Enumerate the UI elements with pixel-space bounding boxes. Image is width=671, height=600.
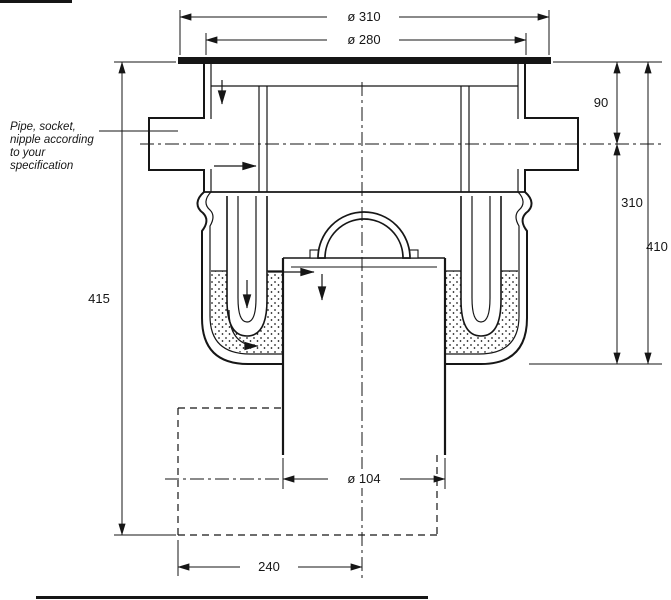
- trap-channel-left: [226, 196, 268, 337]
- trap-channel-right: [460, 196, 502, 337]
- label-outlet-diameter: ø 104: [347, 471, 380, 486]
- note-line-3: to your: [10, 147, 46, 159]
- label-flange-to-axis: 90: [594, 95, 608, 110]
- upper-housing: [203, 64, 526, 192]
- note-line-2: nipple according: [10, 134, 94, 146]
- label-top-inner-diameter: ø 280: [347, 32, 380, 47]
- label-body-height: 410: [646, 239, 668, 254]
- drain-body: [148, 57, 579, 455]
- dimension-labels: ø 310 ø 280 415 90 310 410 ø 104 240: [88, 9, 668, 574]
- top-flange: [178, 57, 551, 64]
- label-axis-to-base: 310: [621, 195, 643, 210]
- dimensions: [114, 10, 662, 576]
- label-outlet-offset: 240: [258, 559, 280, 574]
- outlet-pipe: [281, 257, 447, 455]
- bell-trap: [309, 211, 419, 259]
- scan-artifact-bottom: [36, 596, 428, 599]
- flow-arrow-ubend: [228, 309, 259, 351]
- phantom-outline: [177, 407, 438, 536]
- scan-artifact-top: [0, 0, 72, 3]
- note-line-4: specification: [10, 160, 73, 172]
- specification-note: Pipe, socket, nipple according to your s…: [10, 121, 178, 172]
- note-line-1: Pipe, socket,: [10, 121, 76, 133]
- flow-arrows: [214, 80, 327, 351]
- centerlines: [140, 82, 662, 582]
- label-top-outer-diameter: ø 310: [347, 9, 380, 24]
- lower-bowl: [196, 191, 533, 365]
- label-overall-height: 415: [88, 291, 110, 306]
